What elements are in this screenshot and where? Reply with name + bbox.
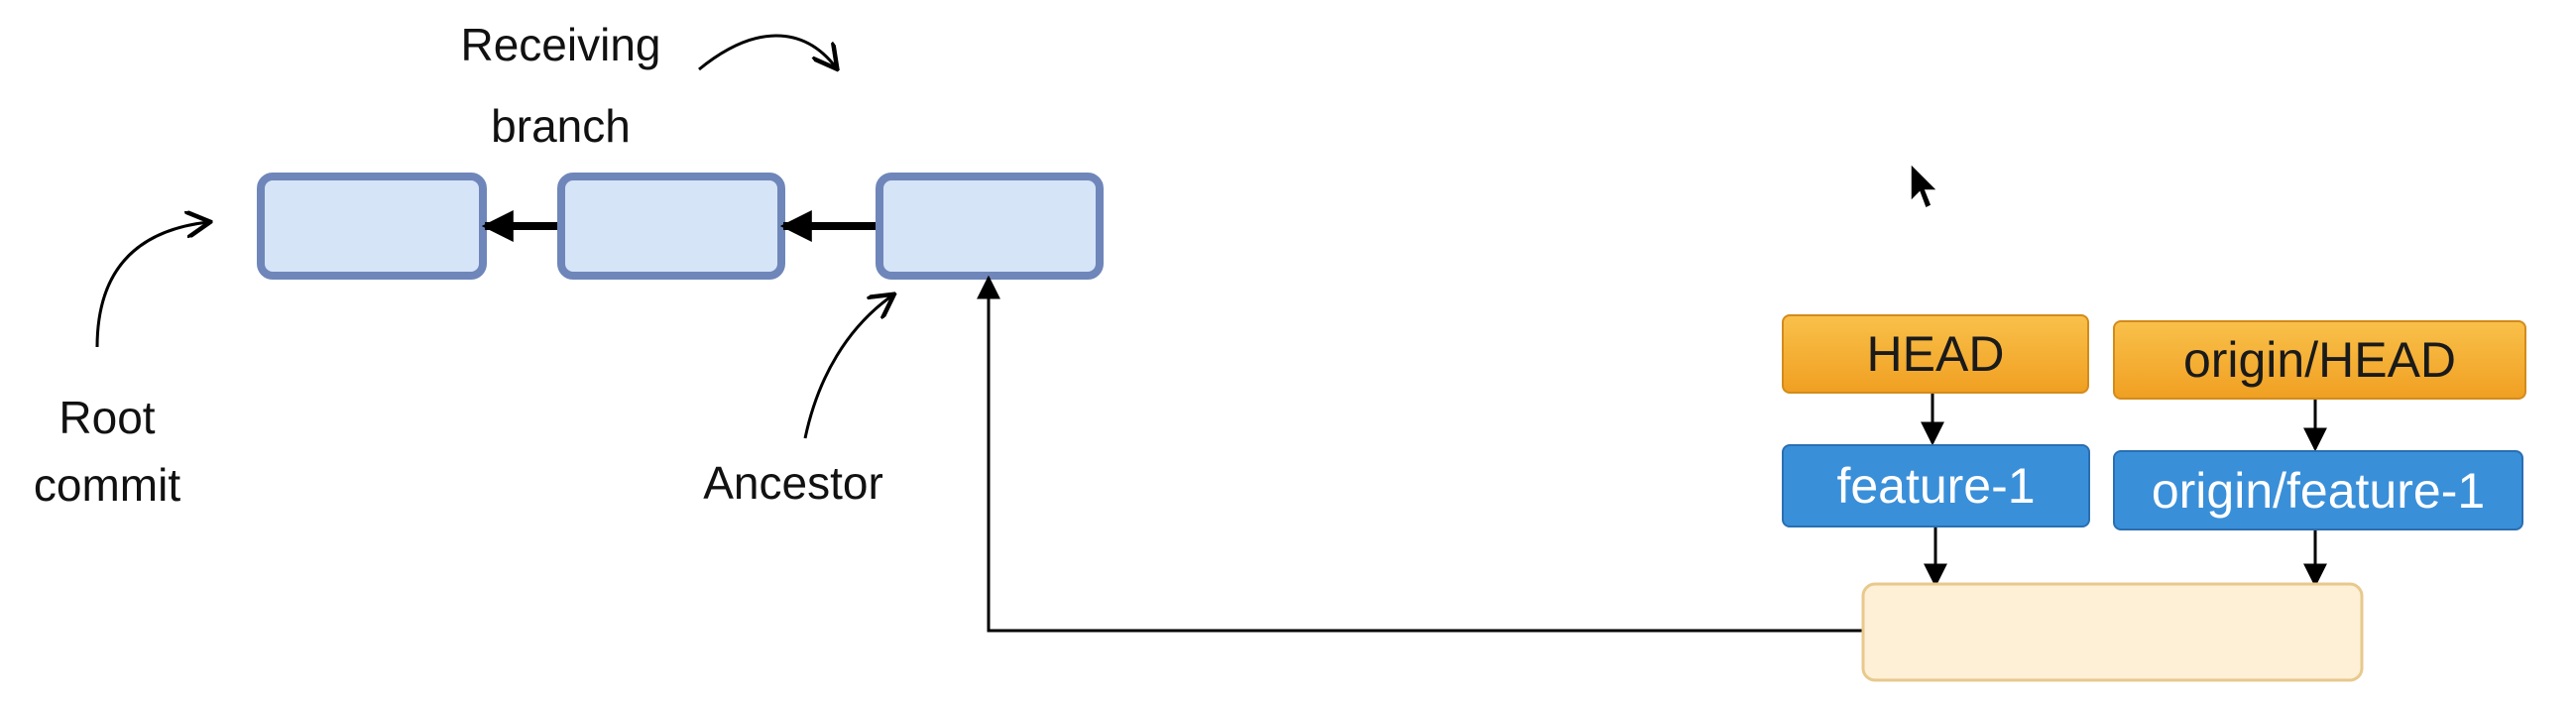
receiving-branch-label: Receiving branch bbox=[460, 19, 661, 152]
ancestor-label: Ancestor bbox=[703, 457, 883, 509]
ref-feature-1: feature-1 bbox=[1782, 444, 2090, 527]
curved-arrow-ancestor bbox=[803, 295, 892, 439]
commit-root bbox=[257, 173, 487, 280]
root-commit-label: Root commit bbox=[33, 392, 181, 511]
arrow-new-commit-to-ancestor bbox=[977, 275, 1862, 633]
commit-new bbox=[1861, 582, 2364, 682]
commit-middle bbox=[557, 173, 785, 280]
ref-origin-head: origin/HEAD bbox=[2113, 320, 2526, 400]
ref-head: HEAD bbox=[1782, 314, 2089, 394]
commit-ancestor bbox=[876, 173, 1104, 280]
curved-arrow-receiving-branch bbox=[698, 34, 836, 69]
curved-arrow-root-commit bbox=[95, 222, 208, 348]
ref-origin-feature-1: origin/feature-1 bbox=[2113, 450, 2523, 530]
cursor-icon bbox=[1910, 162, 1939, 210]
